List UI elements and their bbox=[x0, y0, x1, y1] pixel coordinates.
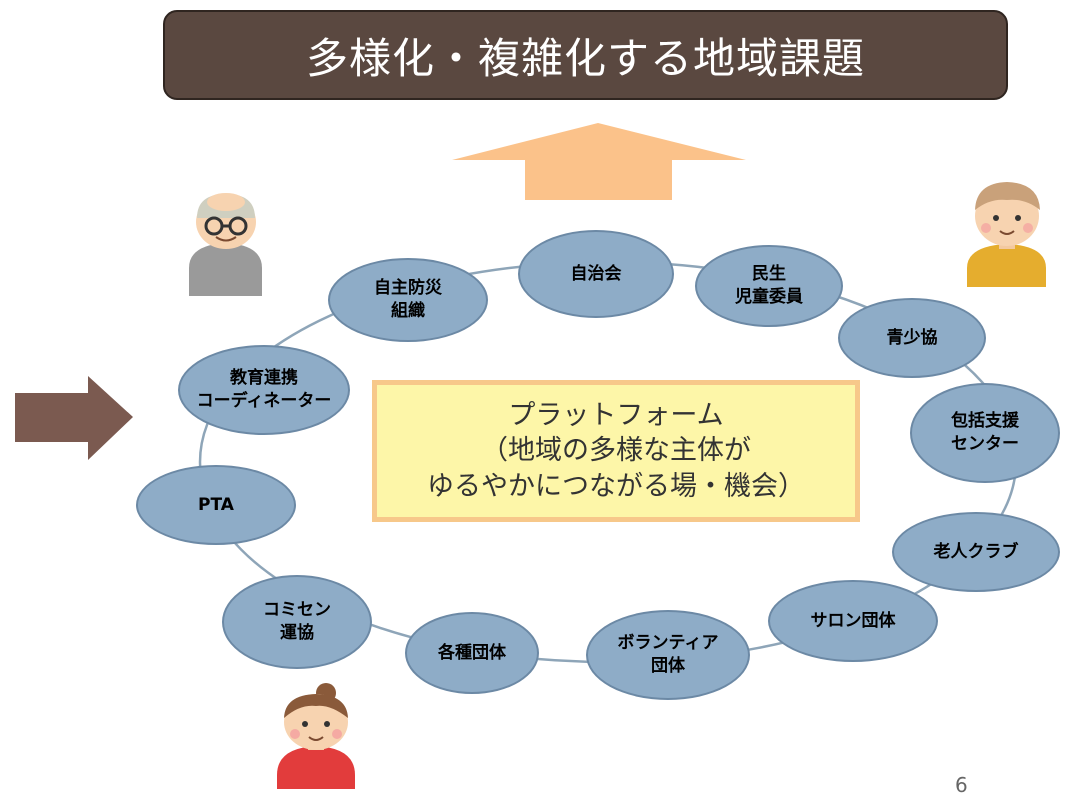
node-kyoiku: 教育連携 コーディネーター bbox=[178, 345, 350, 435]
node-label: 老人クラブ bbox=[933, 541, 1019, 562]
node-label: コミセン 運協 bbox=[263, 600, 331, 643]
woman-icon bbox=[277, 683, 355, 789]
node-label: 青少協 bbox=[886, 327, 938, 348]
up-arrow-icon bbox=[452, 123, 746, 200]
issue-title-banner: 多様化・複雑化する地域課題 bbox=[163, 10, 1008, 100]
node-jishu: 自主防災 組織 bbox=[328, 258, 488, 342]
node-minsei: 民生 児童委員 bbox=[695, 245, 843, 327]
node-label: PTA bbox=[198, 494, 234, 515]
node-kakushu: 各種団体 bbox=[405, 612, 539, 694]
issue-title: 多様化・複雑化する地域課題 bbox=[305, 33, 865, 83]
elderly-man-icon bbox=[189, 193, 262, 296]
man-icon bbox=[967, 182, 1046, 287]
platform-text: プラットフォーム （地域の多様な主体が ゆるやかにつながる場・機会） bbox=[427, 400, 805, 502]
node-label: 包括支援 センター bbox=[951, 411, 1019, 454]
node-label: サロン団体 bbox=[810, 610, 896, 631]
node-roujin: 老人クラブ bbox=[892, 512, 1060, 592]
node-jichikai: 自治会 bbox=[518, 230, 674, 318]
node-label: 自主防災 組織 bbox=[374, 278, 442, 321]
platform-box: プラットフォーム （地域の多様な主体が ゆるやかにつながる場・機会） bbox=[372, 380, 860, 522]
node-seishokyo: 青少協 bbox=[838, 298, 986, 378]
node-label: 自治会 bbox=[570, 263, 622, 284]
node-houkatsu: 包括支援 センター bbox=[910, 383, 1060, 483]
page-number: 6 bbox=[955, 773, 968, 797]
node-salon: サロン団体 bbox=[768, 580, 938, 662]
right-arrow-icon bbox=[15, 376, 133, 460]
node-label: ボランティア 団体 bbox=[617, 633, 719, 676]
node-komisen: コミセン 運協 bbox=[222, 575, 372, 669]
node-pta: PTA bbox=[136, 465, 296, 545]
node-label: 民生 児童委員 bbox=[735, 264, 803, 307]
node-label: 教育連携 コーディネーター bbox=[196, 368, 332, 411]
node-volunteer: ボランティア 団体 bbox=[586, 610, 750, 700]
node-label: 各種団体 bbox=[438, 642, 506, 663]
